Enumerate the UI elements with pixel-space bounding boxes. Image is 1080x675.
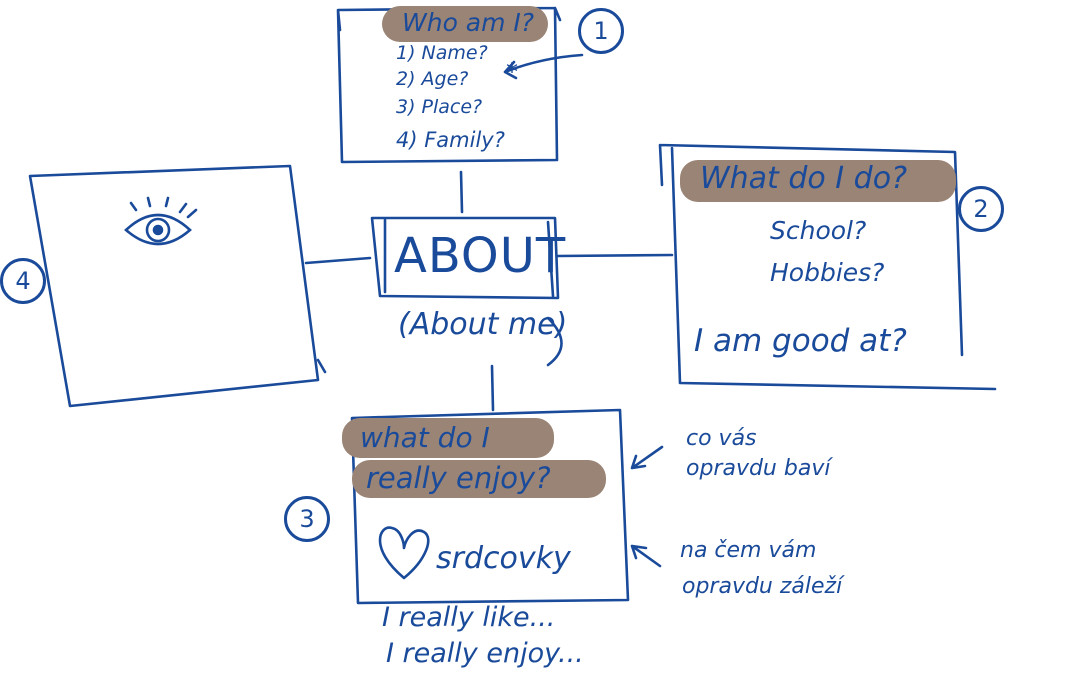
note2-line2: opravdu záleží	[682, 574, 843, 599]
box3-below-2: I really enjoy...	[386, 638, 584, 669]
box1-item-2: 2) Age?	[396, 68, 469, 90]
box2-item-1: School?	[770, 216, 867, 245]
box4-frame	[28, 164, 327, 408]
badge-1: 1	[578, 8, 624, 54]
box2-heading-highlight	[680, 160, 956, 202]
note1-line1: co vás	[686, 426, 757, 451]
box3-below-1: I really like...	[382, 602, 556, 633]
box1-item-3: 3) Place?	[396, 96, 483, 118]
heart-icon	[378, 526, 430, 580]
box2-item-2: Hobbies?	[770, 258, 885, 287]
box3-heading-line1: what do I	[360, 421, 490, 454]
center-subtitle: (About me)	[398, 307, 568, 342]
connector-left	[304, 256, 372, 265]
box1-heading: Who am I?	[402, 8, 535, 37]
box3-heading-highlight-1	[342, 418, 554, 458]
box2-heading: What do I do?	[700, 161, 907, 196]
eye-icon	[124, 196, 198, 246]
connector-top	[459, 170, 464, 214]
badge-2: 2	[958, 186, 1004, 232]
note1-line2: opravdu baví	[686, 456, 831, 481]
center-title: ABOUT	[394, 228, 567, 284]
arrow-box1	[503, 53, 584, 80]
connector-right	[556, 253, 674, 258]
note2-line1: na čem vám	[680, 538, 817, 563]
box3-frame	[350, 408, 630, 605]
box1-item-4: 4) Family?	[396, 128, 505, 152]
box3-heading-highlight-2	[352, 460, 606, 498]
badge-3: 3	[284, 496, 330, 542]
box3-heading-line2: really enjoy?	[366, 461, 551, 495]
box2-item-3: I am good at?	[694, 323, 907, 359]
box2-frame	[658, 143, 997, 391]
box1-mark: *	[506, 58, 518, 86]
arrow-note2	[630, 544, 662, 568]
box1-item-1: 1) Name?	[396, 42, 488, 64]
box1-heading-highlight	[382, 6, 548, 42]
connector-bottom	[490, 364, 495, 412]
badge-4: 4	[0, 258, 46, 304]
center-frame	[370, 216, 560, 300]
subtitle-curve	[546, 316, 563, 367]
box3-heart-label: srdcovky	[436, 541, 571, 576]
arrow-note1	[630, 445, 664, 470]
